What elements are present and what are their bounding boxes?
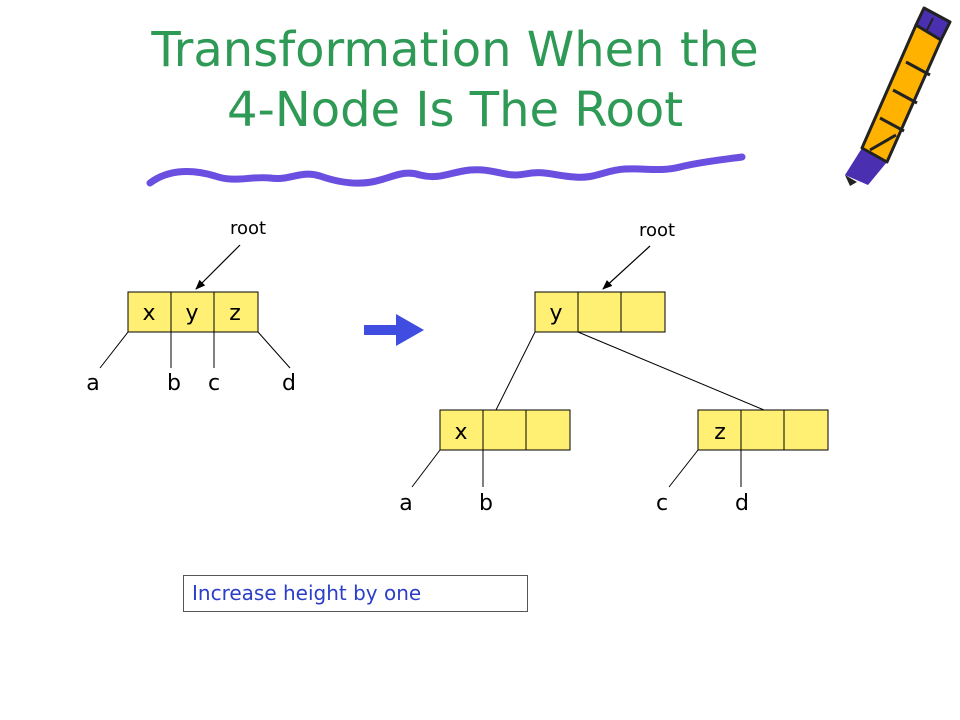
before-child-d: d [282, 371, 296, 396]
after-edge-right [577, 331, 765, 411]
before-child-a: a [86, 371, 99, 396]
after-root-key-y: y [549, 301, 562, 326]
before-node: x y z [127, 291, 259, 333]
before-node-box [127, 291, 259, 333]
before-root-label: root [230, 218, 266, 239]
squiggle-underline [146, 153, 746, 187]
before-edge-d [257, 331, 291, 369]
after-child-a: a [399, 491, 412, 516]
after-root-node: y [534, 291, 666, 333]
after-left-box [439, 409, 571, 451]
before-root-pointer [195, 244, 241, 290]
slide-title: Transformation When the 4-Node Is The Ro… [60, 20, 850, 140]
after-child-d: d [735, 491, 749, 516]
before-child-b: b [167, 371, 181, 396]
after-root-label: root [639, 220, 675, 241]
pencil-icon [845, 6, 952, 186]
after-edge-c [668, 449, 699, 488]
before-key-x: x [142, 301, 155, 326]
after-right-key-z: z [714, 420, 726, 445]
height-callout: Increase height by one [183, 575, 528, 612]
title-line-2: 4-Node Is The Root [226, 82, 684, 138]
after-child-b: b [479, 491, 493, 516]
after-edge-a [411, 449, 441, 488]
before-key-y: y [185, 301, 198, 326]
before-edge-a [99, 331, 129, 369]
after-edge-left [495, 331, 536, 411]
after-child-c: c [656, 491, 668, 516]
before-key-z: z [229, 301, 241, 326]
after-right-node: z [697, 409, 829, 451]
after-left-key-x: x [454, 420, 467, 445]
before-child-c: c [208, 371, 220, 396]
right-arrow-icon [364, 314, 424, 346]
after-left-node: x [439, 409, 571, 451]
after-root-pointer [602, 245, 651, 290]
title-line-1: Transformation When the [151, 22, 759, 78]
after-root-box [534, 291, 666, 333]
after-right-box [697, 409, 829, 451]
